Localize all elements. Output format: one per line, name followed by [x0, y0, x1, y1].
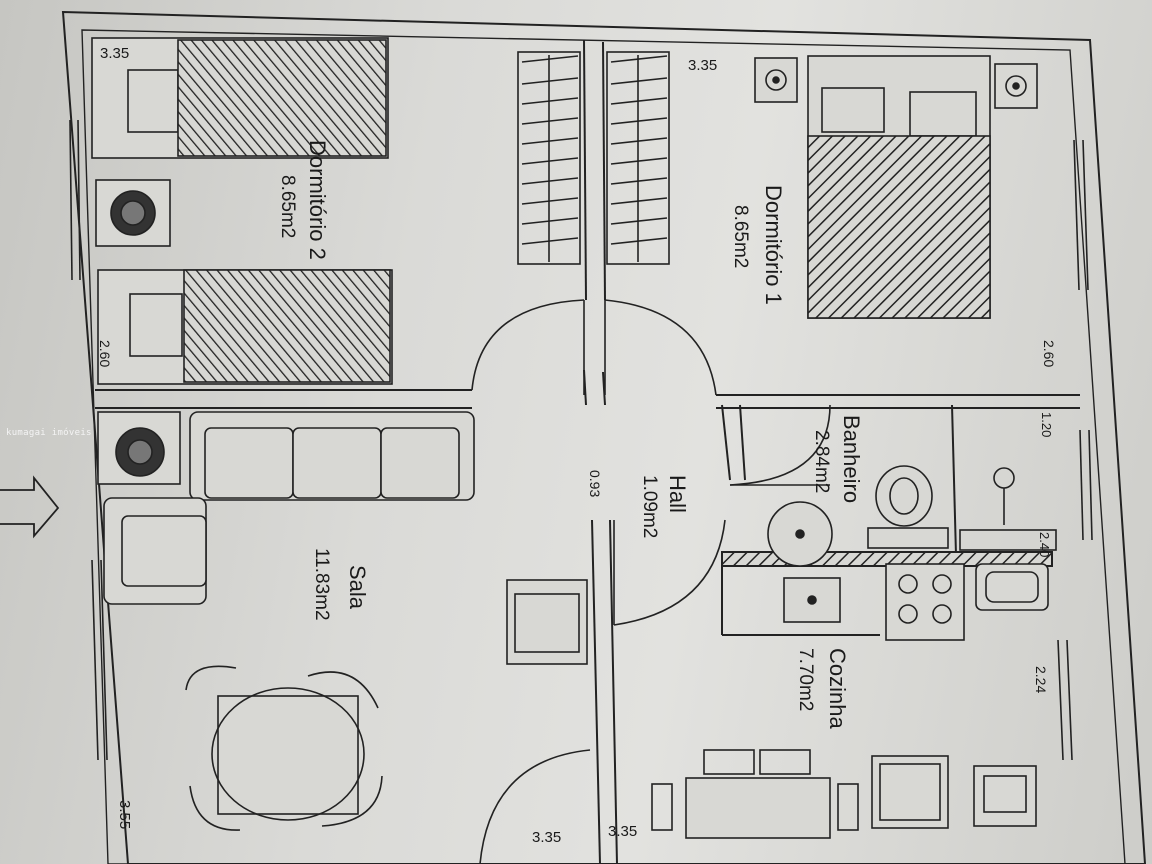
wardrobe-dorm2	[517, 51, 581, 265]
dim-dorm2-top: 3.35	[100, 45, 129, 62]
dim-ban-side: 1.20	[1039, 412, 1054, 437]
sink-bathroom	[767, 501, 833, 567]
washer	[973, 765, 1037, 827]
armchair	[103, 497, 207, 605]
dim-dorm1-top: 3.35	[688, 57, 717, 74]
cozinha-name: Cozinha	[825, 648, 850, 729]
lamp-table	[97, 411, 181, 485]
dorm2-name: Dormitório 2	[305, 140, 330, 260]
dorm1-area: 8.65m2	[730, 205, 751, 268]
stove	[885, 563, 965, 641]
wardrobe-dorm1	[606, 51, 670, 265]
dim-hall-w: 0.93	[587, 470, 603, 497]
dim-coz-bottom: 3.35	[608, 823, 637, 840]
hall-name: Hall	[665, 475, 690, 513]
kitchen-sink	[975, 563, 1049, 611]
sala-area: 11.83m2	[311, 548, 332, 621]
windows	[69, 119, 1093, 761]
toilet	[867, 465, 949, 549]
dim-dorm2-side: 2.60	[97, 340, 113, 367]
bed-dorm1	[807, 55, 991, 319]
dorm2-area: 8.65m2	[277, 175, 298, 238]
dorm1-name: Dormitório 1	[761, 185, 786, 305]
bed-dorm2-bottom	[97, 269, 393, 385]
dim-dorm1-side: 2.60	[1041, 340, 1057, 367]
dim-coz-side: 2.24	[1033, 666, 1049, 693]
bed-dorm2-top	[91, 37, 389, 159]
kitchen-counter	[783, 577, 841, 623]
banheiro-area: 2.84m2	[811, 430, 832, 493]
fridge	[871, 755, 949, 829]
hall-area: 1.09m2	[639, 475, 660, 538]
sofa	[189, 411, 475, 501]
dim-sala-bottom: 3.35	[532, 829, 561, 846]
dining-table	[185, 665, 383, 831]
shower	[959, 467, 1057, 551]
room-labels: Dormitório 2 8.65m2 Dormitório 1 8.65m2 …	[277, 140, 864, 729]
watermark: kumagai imóveis	[6, 428, 92, 438]
kitchen-table	[651, 749, 859, 839]
sala-name: Sala	[345, 565, 370, 610]
entry-arrow	[0, 475, 60, 539]
banheiro-name: Banheiro	[839, 415, 864, 503]
nightstands	[95, 57, 1038, 247]
dim-coz-w: 2.40	[1037, 532, 1052, 557]
dimension-labels: 3.35 3.35 2.60 2.60 1.20 0.93 2.40 2.24 …	[97, 45, 1057, 846]
door-swings	[471, 299, 831, 864]
tv-stand	[506, 579, 588, 665]
cozinha-area: 7.70m2	[795, 648, 816, 711]
dim-sala-side: 3.55	[116, 800, 133, 829]
